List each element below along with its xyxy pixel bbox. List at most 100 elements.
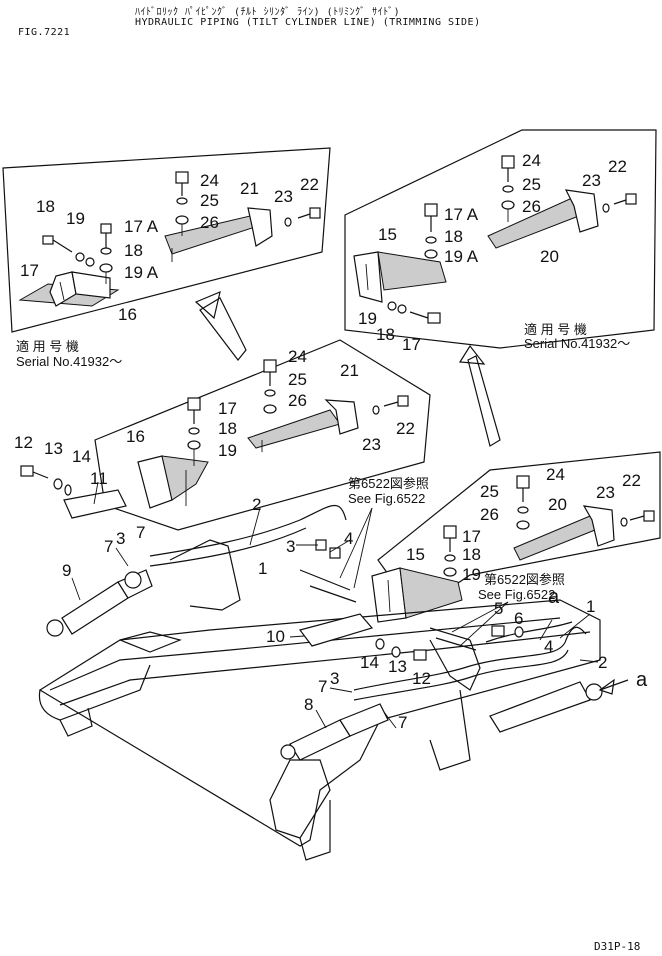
callout-label: 14: [360, 653, 379, 672]
tilt-cylinder-far-right: [489, 681, 603, 733]
reference-upper: 第6522図参照 See Fig.6522: [348, 476, 429, 506]
callout-label: 14: [72, 447, 91, 466]
callout-label: 6: [514, 609, 523, 628]
callout-label: 18: [376, 325, 395, 344]
figure-title-japanese: ﾊｲﾄﾞﾛﾘｯｸ ﾊﾟｲﾋﾟﾝｸﾞ (ﾁﾙﾄ ｼﾘﾝﾀﾞ ﾗｲﾝ) (ﾄﾘﾐﾝｸ…: [135, 7, 401, 18]
callouts-middle-left: 24 25 26 21 17 18 19 16 23 22: [126, 347, 415, 460]
callouts-main-assembly: 12 13 14 11 2 1 3 4 7 3 7 9 10 5 6 1 4 2…: [14, 433, 607, 732]
callout-label: 1: [586, 597, 595, 616]
callout-label: 4: [344, 529, 353, 548]
callout-label: 18: [462, 545, 481, 564]
callout-label: 7: [104, 537, 113, 556]
callout-label: 3: [116, 529, 125, 548]
callout-label: 26: [288, 391, 307, 410]
callout-label: 3: [286, 537, 295, 556]
callout-label: 15: [378, 225, 397, 244]
callout-label: 17: [218, 399, 237, 418]
callout-label: 12: [14, 433, 33, 452]
connector-label: a: [548, 586, 560, 608]
callouts-middle-right: 24 25 26 20 23 22 17 18 19 15: [406, 465, 641, 584]
reference-japanese: 第6522図参照: [484, 572, 565, 587]
connector-label: a: [636, 669, 648, 691]
callout-label: 23: [362, 435, 381, 454]
callout-label: 17 A: [124, 217, 159, 236]
callout-label: 19: [358, 309, 377, 328]
figure-title: HYDRAULIC PIPING (TILT CYLINDER LINE) (T…: [135, 17, 481, 28]
figure-number: FIG.7221: [18, 27, 71, 38]
callout-label: 17: [402, 335, 421, 354]
callout-label: 17: [462, 527, 481, 546]
callout-label: 2: [598, 653, 607, 672]
detail-panel-middle-right: [371, 451, 661, 623]
callout-label: 19 A: [444, 247, 479, 266]
callout-label: 16: [118, 305, 137, 324]
callout-label: 12: [412, 669, 431, 688]
serial-note-right: 適 用 号 機 Serial No.41932～: [524, 322, 630, 351]
callout-label: 25: [200, 191, 219, 210]
callout-label: 7: [398, 713, 407, 732]
callout-label: 5: [494, 599, 503, 618]
detail-panel-top-left: [2, 147, 331, 333]
callout-label: 23: [582, 171, 601, 190]
reference-english: See Fig.6522: [478, 587, 555, 602]
callout-label: 7: [318, 677, 327, 696]
callout-label: 25: [522, 175, 541, 194]
callout-label: 22: [300, 175, 319, 194]
callout-label: 25: [480, 482, 499, 501]
callout-label: 18: [124, 241, 143, 260]
callout-label: 13: [388, 657, 407, 676]
callout-label: 11: [90, 469, 108, 488]
callout-label: 9: [62, 561, 71, 580]
callout-label: 2: [252, 495, 261, 514]
tilt-cylinder-right: [280, 703, 389, 761]
callout-label: 26: [480, 505, 499, 524]
page-code: D31P-18: [594, 940, 640, 953]
callout-label: 18: [444, 227, 463, 246]
callout-label: 23: [274, 187, 293, 206]
callout-label: 21: [240, 179, 259, 198]
reference-english: See Fig.6522: [348, 491, 425, 506]
callout-label: 18: [36, 197, 55, 216]
callout-label: 24: [522, 151, 541, 170]
serial-note-english: Serial No.41932～: [524, 336, 630, 351]
callout-label: 3: [330, 669, 339, 688]
callout-label: 21: [340, 361, 359, 380]
callout-label: 24: [288, 347, 307, 366]
callout-label: 10: [266, 627, 285, 646]
callouts-top-right: 24 25 26 17 A 18 19 A 15 20 23 22 19 18 …: [358, 151, 627, 354]
reference-lower: 第6522図参照 See Fig.6522: [478, 572, 565, 602]
callout-label: 19: [218, 441, 237, 460]
callout-label: 19: [462, 565, 481, 584]
callout-label: 24: [200, 171, 219, 190]
callout-label: 13: [44, 439, 63, 458]
serial-note-japanese: 適 用 号 機: [524, 322, 587, 337]
reference-japanese: 第6522図参照: [348, 476, 429, 491]
callout-label: 4: [544, 637, 553, 656]
callout-label: 16: [126, 427, 145, 446]
arrow-up-left-icon: [194, 290, 247, 361]
callout-label: 17: [20, 261, 39, 280]
callout-label: 22: [396, 419, 415, 438]
tilt-cylinder-left: [46, 569, 153, 637]
callout-label: 19: [66, 209, 85, 228]
callout-label: 20: [548, 495, 567, 514]
serial-note-japanese: 適 用 号 機: [16, 339, 79, 354]
callout-label: 8: [304, 695, 313, 714]
callout-label: 26: [200, 213, 219, 232]
callout-label: 18: [218, 419, 237, 438]
callout-label: 24: [546, 465, 565, 484]
callout-label: 7: [136, 523, 145, 542]
arrow-up-right-icon: [458, 344, 501, 447]
callout-label: 15: [406, 545, 425, 564]
callout-label: 25: [288, 370, 307, 389]
callout-leaders: [71, 481, 599, 729]
callout-label: 17 A: [444, 205, 479, 224]
callout-label: 22: [622, 471, 641, 490]
main-frame-assembly: [20, 465, 629, 861]
serial-note-left: 適 用 号 機 Serial No.41932～: [16, 339, 122, 369]
callout-label: 19 A: [124, 263, 159, 282]
callout-label: 20: [540, 247, 559, 266]
serial-note-english: Serial No.41932～: [16, 354, 122, 369]
